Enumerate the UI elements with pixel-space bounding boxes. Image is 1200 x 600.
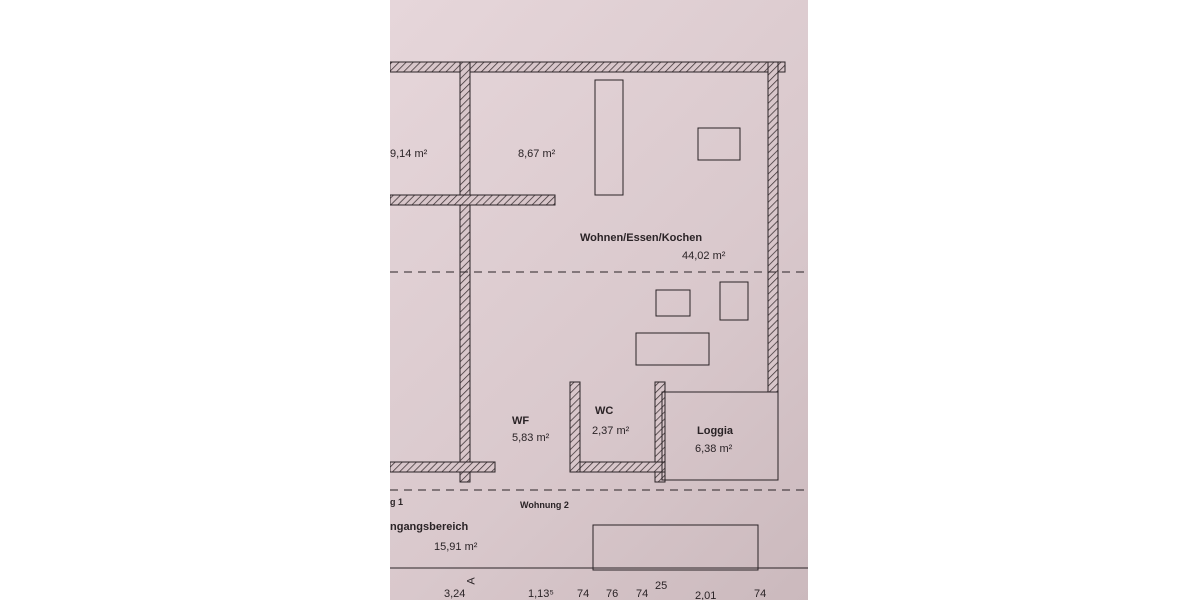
room-area: 8,67 m²	[518, 148, 556, 160]
wall-wc	[654, 381, 666, 483]
room-name: WC	[595, 405, 614, 417]
dimension: 25	[655, 580, 668, 592]
armchair	[719, 281, 749, 321]
section-marker: A	[465, 577, 478, 585]
dimension: 76	[606, 588, 619, 600]
loggia	[661, 391, 779, 481]
dimension: 2,01	[695, 590, 717, 600]
sofa	[635, 332, 710, 366]
room-name: WF	[512, 415, 530, 427]
coffee-table	[655, 289, 691, 317]
floor-plan-drawing	[390, 61, 808, 571]
dimension: 1,13⁵	[528, 588, 554, 600]
room-name: Wohnen/Essen/Kochen	[580, 232, 703, 244]
dimension: 74	[754, 588, 767, 600]
room-area: 9,14 m²	[390, 148, 428, 160]
room-area: 6,38 m²	[695, 443, 733, 455]
unit-label: Wohnung 2	[520, 500, 569, 510]
dimension: 74	[577, 588, 590, 600]
room-area: 5,83 m²	[512, 432, 550, 444]
stairs-exterior	[592, 524, 759, 571]
room-name: ngangsbereich	[390, 521, 469, 533]
room-area: 2,37 m²	[592, 425, 630, 437]
room-name: Loggia	[697, 425, 734, 437]
outer-wall-right	[767, 61, 779, 393]
floor-plan-photo: 9,14 m² 8,67 m² Wohnen/Essen/Kochen 44,0…	[390, 0, 808, 600]
dimension: 3,24	[444, 588, 466, 600]
room-area: 44,02 m²	[682, 250, 726, 262]
room-area: 15,91 m²	[434, 541, 478, 553]
unit-label: g 1	[390, 497, 404, 507]
dimension: 74	[636, 588, 649, 600]
dining-table	[697, 127, 741, 161]
counter	[594, 79, 624, 196]
outer-wall-top	[390, 61, 786, 73]
